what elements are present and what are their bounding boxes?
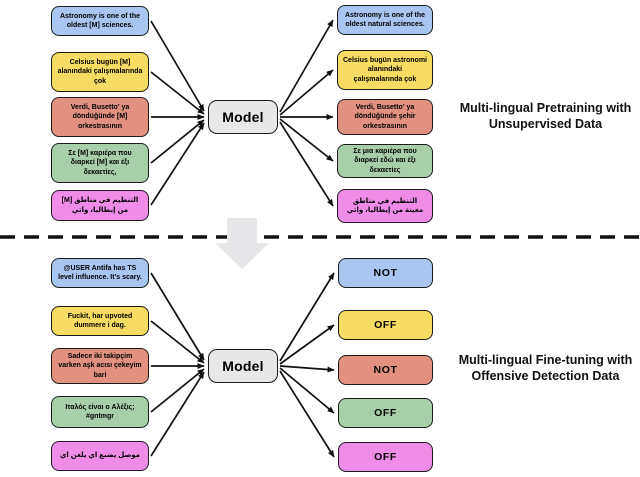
box-text: موصل يضبع اي يلعن اي — [59, 452, 141, 460]
pretrain-input-box-turkish-1: Celsius bugün [M] alanındaki çalışmaları… — [51, 52, 149, 92]
finetune-input-box-arabic: موصل يضبع اي يلعن اي — [51, 441, 149, 471]
finetune-output-box-off-3: OFF — [338, 442, 433, 472]
model-box-pretraining: Model — [208, 100, 278, 134]
pretrain-output-box-turkish-2: Verdi, Busetto' ya döndüğünde şehir orke… — [337, 99, 433, 135]
box-text: Fuckit, har upvoted dummere i dag. — [67, 312, 133, 329]
box-text: Σε [M] καριέρα που διαρκεί [M] και έξι δ… — [68, 149, 132, 176]
pretrain-input-box-english: Astronomy is one of the oldest [M] scien… — [51, 6, 149, 36]
pretrain-input-box-greek: Σε [M] καριέρα που διαρκεί [M] και έξι δ… — [51, 143, 149, 183]
finetune-input-box-english: @USER Antifa has TS level influence. It'… — [51, 258, 149, 288]
box-text: Verdi, Busetto' ya döndüğünde [M] orkest… — [70, 103, 130, 130]
box-text: التنظيم في مناطق معينة من إيطاليا، واتي — [346, 197, 424, 214]
model-label: Model — [222, 358, 264, 374]
class-label: OFF — [374, 407, 397, 419]
box-text: @USER Antifa has TS level influence. It'… — [58, 264, 142, 281]
finetune-output-box-off-1: OFF — [338, 310, 433, 340]
box-text: Σε μια καριέρα που διαρκεί εδώ και έξι δ… — [353, 147, 417, 174]
finetune-output-box-off-2: OFF — [338, 398, 433, 428]
box-text: Ιταλός είναι ο Αλέξις; #gntmgr — [65, 403, 135, 420]
class-label: NOT — [373, 267, 398, 279]
pretrain-output-box-greek: Σε μια καριέρα που διαρκεί εδώ και έξι δ… — [337, 144, 433, 178]
pretrain-input-box-arabic: التنظيم في مناطق [M] من إيطاليا، واتي — [51, 190, 149, 221]
box-text: Celsius bugün [M] alanındaki çalışmaları… — [57, 58, 143, 85]
finetune-output-box-not-2: NOT — [338, 355, 433, 385]
finetune-input-box-greek: Ιταλός είναι ο Αλέξις; #gntmgr — [51, 396, 149, 428]
box-text: Astronomy is one of the oldest natural s… — [344, 11, 426, 28]
box-text: Verdi, Busetto' ya döndüğünde şehir orke… — [354, 103, 416, 130]
box-text: Celsius bugün astronomi alanındaki çalış… — [343, 56, 428, 83]
pretrain-input-box-turkish-2: Verdi, Busetto' ya döndüğünde [M] orkest… — [51, 97, 149, 137]
phase-arrow-icon — [215, 218, 269, 269]
model-label: Model — [222, 109, 264, 125]
box-text: Sadece iki takipçim varken aşk acısı çek… — [58, 352, 142, 379]
box-text: التنظيم في مناطق [M] من إيطاليا، واتي — [61, 197, 139, 214]
pretrain-title: Multi-lingual Pretraining with Unsupervi… — [459, 101, 632, 132]
finetune-input-box-danish: Fuckit, har upvoted dummere i dag. — [51, 306, 149, 336]
class-label: NOT — [373, 364, 398, 376]
model-box-finetuning: Model — [208, 349, 278, 383]
finetune-title: Multi-lingual Fine-tuning with Offensive… — [458, 353, 633, 384]
finetune-input-box-turkish: Sadece iki takipçim varken aşk acısı çek… — [51, 348, 149, 384]
class-label: OFF — [374, 451, 397, 463]
pretrain-output-box-turkish-1: Celsius bugün astronomi alanındaki çalış… — [337, 50, 433, 90]
finetune-output-box-not-1: NOT — [338, 258, 433, 288]
class-label: OFF — [374, 319, 397, 331]
pretrain-output-box-arabic: التنظيم في مناطق معينة من إيطاليا، واتي — [337, 189, 433, 223]
pretrain-output-box-english: Astronomy is one of the oldest natural s… — [337, 5, 433, 35]
box-text: Astronomy is one of the oldest [M] scien… — [59, 12, 141, 29]
